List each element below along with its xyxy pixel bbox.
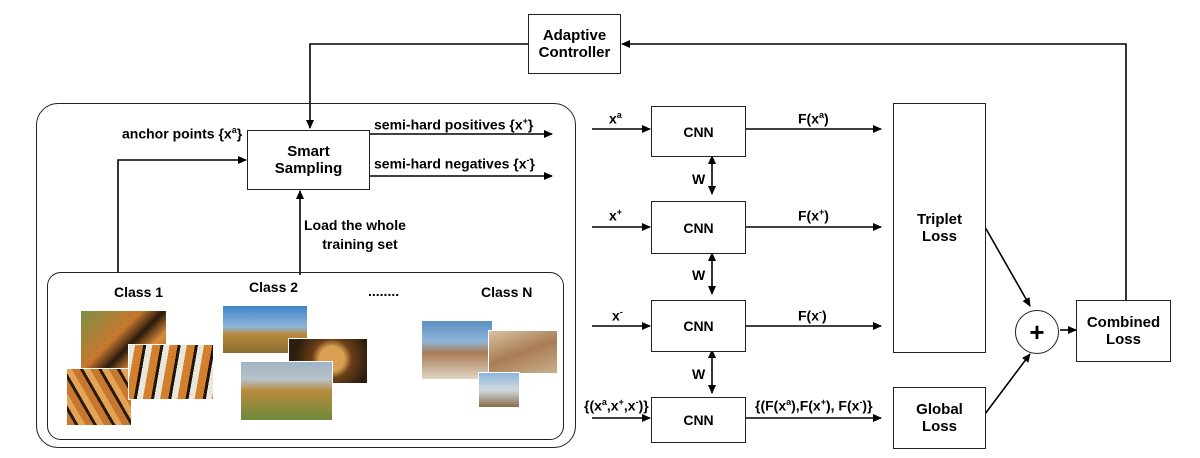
lion-image-1: [222, 305, 308, 354]
weight-label-3: W: [692, 366, 706, 382]
input-all-label: {(xa,x+,x-)}: [584, 397, 649, 414]
global-to-plus-arrow: [984, 353, 1031, 415]
combined-line2: Loss: [1105, 331, 1141, 348]
cnn-box-negative: CNN: [651, 300, 746, 352]
cnn-box-anchor: CNN: [651, 106, 746, 157]
output-positive-label: F(x+): [798, 207, 829, 224]
anchor-arrow: [117, 156, 247, 272]
triplet-to-plus-arrow: [984, 226, 1031, 307]
global-loss-box: Global Loss: [893, 387, 986, 449]
kangaroo-image-1: [421, 320, 493, 380]
semi-hard-positives-label: semi-hard positives {x+}: [374, 116, 534, 133]
tiger-image-3: [128, 344, 214, 400]
anchor-points-label: anchor points {xa}: [122, 125, 243, 142]
combined-loss-box: Combined Loss: [1076, 300, 1171, 362]
input-positive-label: x+: [609, 207, 623, 224]
controller-to-sampling-arrow: [306, 43, 530, 129]
class-n-label: Class N: [481, 284, 533, 300]
sampling-container: [36, 103, 576, 448]
output-all-label: {(F(xa),F(x+), F(x-)}: [755, 397, 873, 414]
class-1-label: Class 1: [114, 284, 164, 300]
triplet-line1: Triplet: [916, 211, 962, 228]
adaptive-controller-box: Adaptive Controller: [528, 14, 621, 74]
semi-hard-negatives-label: semi-hard negatives {x-}: [374, 155, 535, 172]
sampling-line1: Smart: [287, 143, 330, 160]
dataset-container: [47, 272, 564, 440]
input-anchor-label: xa: [609, 110, 622, 127]
controller-line2: Controller: [538, 44, 611, 61]
combined-line1: Combined: [1086, 314, 1161, 331]
tiger-image-2: [66, 368, 132, 426]
global-line2: Loss: [921, 418, 957, 435]
cnn-box-global: CNN: [651, 397, 746, 443]
output-anchor-label: F(xa): [798, 110, 829, 127]
lion-image-3: [240, 361, 333, 421]
sampling-line2: Sampling: [274, 160, 343, 177]
output-negative-label: F(x-): [798, 307, 827, 324]
cnn-box-positive: CNN: [651, 201, 746, 254]
kangaroo-image-3: [478, 372, 520, 408]
load-training-label: Load the whole training set: [304, 217, 406, 252]
kangaroo-image-2: [488, 330, 558, 374]
controller-line1: Adaptive: [542, 27, 607, 44]
smart-sampling-box: Smart Sampling: [247, 130, 370, 190]
triplet-loss-box: Triplet Loss: [893, 103, 986, 353]
input-negative-label: x-: [612, 307, 623, 324]
weight-label-2: W: [692, 267, 706, 283]
sum-node: +: [1015, 310, 1059, 354]
class-dots-label: ........: [368, 283, 400, 299]
class-2-label: Class 2: [249, 279, 299, 295]
global-line1: Global: [916, 401, 963, 418]
weight-label-1: W: [692, 171, 706, 187]
feedback-arrow: [621, 40, 1127, 300]
plus-icon: +: [1029, 317, 1045, 347]
triplet-line2: Loss: [921, 228, 957, 245]
